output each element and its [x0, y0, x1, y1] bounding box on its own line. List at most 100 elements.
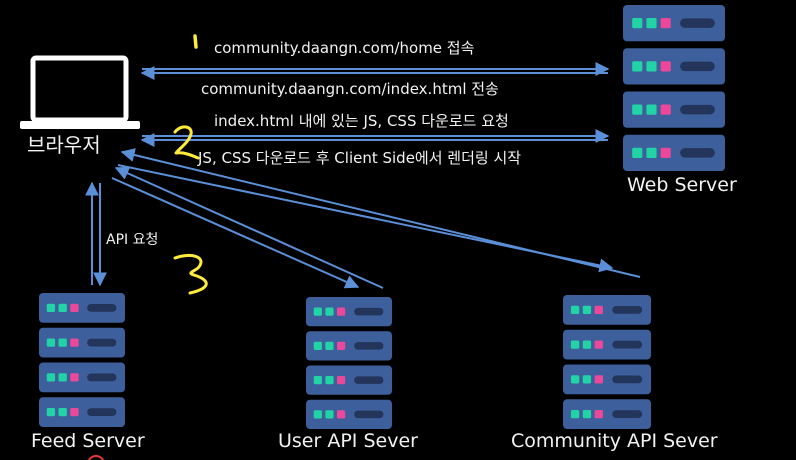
community-api-server-label: Community API Sever: [511, 430, 718, 452]
user-api-server-label: User API Sever: [278, 430, 418, 452]
server-led: [570, 409, 580, 419]
server-led: [660, 61, 671, 72]
arrow-label-api-request: API 요청: [106, 232, 159, 248]
user-api-server-icon: [306, 297, 392, 429]
server-slot: [612, 340, 643, 349]
server-slot: [354, 410, 384, 419]
server-led: [594, 340, 603, 349]
server-unit: [39, 362, 125, 393]
server-unit: [39, 397, 125, 427]
feed-server-label: Feed Server: [31, 430, 145, 452]
step-3-mark: [173, 253, 208, 295]
server-led: [325, 307, 334, 316]
server-unit: [306, 365, 392, 395]
arrow-label-connect: community.daangn.com/home 접속: [214, 39, 475, 57]
server-led: [632, 147, 643, 158]
server-led: [660, 18, 671, 29]
arrow-user-api-response: [114, 166, 384, 289]
server-unit: [306, 399, 392, 429]
server-led: [660, 104, 671, 115]
server-slot: [680, 18, 715, 28]
server-slot: [612, 410, 643, 418]
server-led: [70, 303, 79, 313]
server-unit: [563, 329, 651, 360]
server-led: [632, 61, 643, 72]
server-led: [337, 307, 346, 316]
server-slot: [680, 104, 715, 115]
server-led: [70, 407, 79, 417]
server-unit: [623, 134, 725, 171]
server-led: [325, 376, 334, 385]
server-led: [646, 18, 657, 29]
server-led: [46, 303, 56, 313]
server-led: [46, 338, 56, 347]
server-led: [313, 307, 322, 316]
arrow-user-api-request: [111, 177, 360, 289]
community-api-server-icon: [563, 295, 651, 429]
server-slot: [680, 61, 715, 72]
web-server-icon: [623, 5, 725, 171]
server-led: [337, 376, 346, 385]
server-slot: [354, 376, 384, 384]
laptop-icon: [20, 55, 140, 129]
server-unit: [306, 331, 392, 361]
server-led: [46, 407, 56, 417]
server-led: [646, 104, 657, 115]
server-unit: [563, 364, 651, 395]
feed-server-icon: [39, 293, 125, 427]
server-led: [58, 407, 67, 417]
arrow-label-request-assets: index.html 내에 있는 JS, CSS 다운로드 요청: [214, 112, 509, 130]
step-2-mark: [173, 125, 200, 160]
server-unit: [623, 91, 725, 128]
server-unit: [623, 48, 725, 85]
server-led: [313, 410, 322, 419]
server-led: [58, 373, 67, 382]
arrow-community-api-response: [120, 148, 641, 278]
server-slot: [612, 375, 643, 384]
server-led: [594, 375, 603, 384]
handwritten-step-annotations: [173, 34, 208, 295]
server-led: [660, 147, 671, 158]
server-led: [582, 305, 592, 315]
server-unit: [306, 297, 392, 327]
server-led: [646, 61, 657, 72]
server-led: [646, 147, 657, 158]
server-led: [70, 338, 79, 347]
server-slot: [87, 408, 117, 416]
server-led: [70, 373, 79, 382]
server-led: [582, 409, 592, 419]
browser-label: 브라우저: [27, 133, 101, 157]
server-slot: [354, 342, 384, 350]
server-slot: [87, 304, 117, 312]
web-server-label: Web Server: [627, 174, 737, 196]
server-slot: [87, 373, 117, 382]
server-led: [570, 340, 580, 349]
server-unit: [39, 293, 125, 323]
server-led: [337, 410, 346, 419]
server-unit: [563, 399, 651, 429]
arrow-label-send-index: community.daangn.com/index.html 전송: [201, 80, 499, 98]
server-led: [325, 341, 334, 350]
red-marker: [87, 455, 105, 460]
server-led: [570, 305, 580, 315]
server-led: [632, 18, 643, 29]
server-unit: [563, 295, 651, 325]
server-led: [46, 373, 56, 382]
server-led: [594, 409, 603, 419]
server-led: [594, 305, 603, 315]
server-led: [582, 375, 592, 384]
server-led: [58, 303, 67, 313]
server-unit: [39, 327, 125, 358]
server-led: [325, 410, 334, 419]
step-1-mark: [193, 34, 198, 49]
server-led: [582, 340, 592, 349]
server-led: [313, 376, 322, 385]
server-slot: [680, 148, 715, 158]
server-slot: [612, 306, 643, 314]
server-led: [313, 341, 322, 350]
server-slot: [87, 338, 117, 347]
server-led: [58, 338, 67, 347]
server-led: [337, 341, 346, 350]
server-unit: [623, 5, 725, 42]
